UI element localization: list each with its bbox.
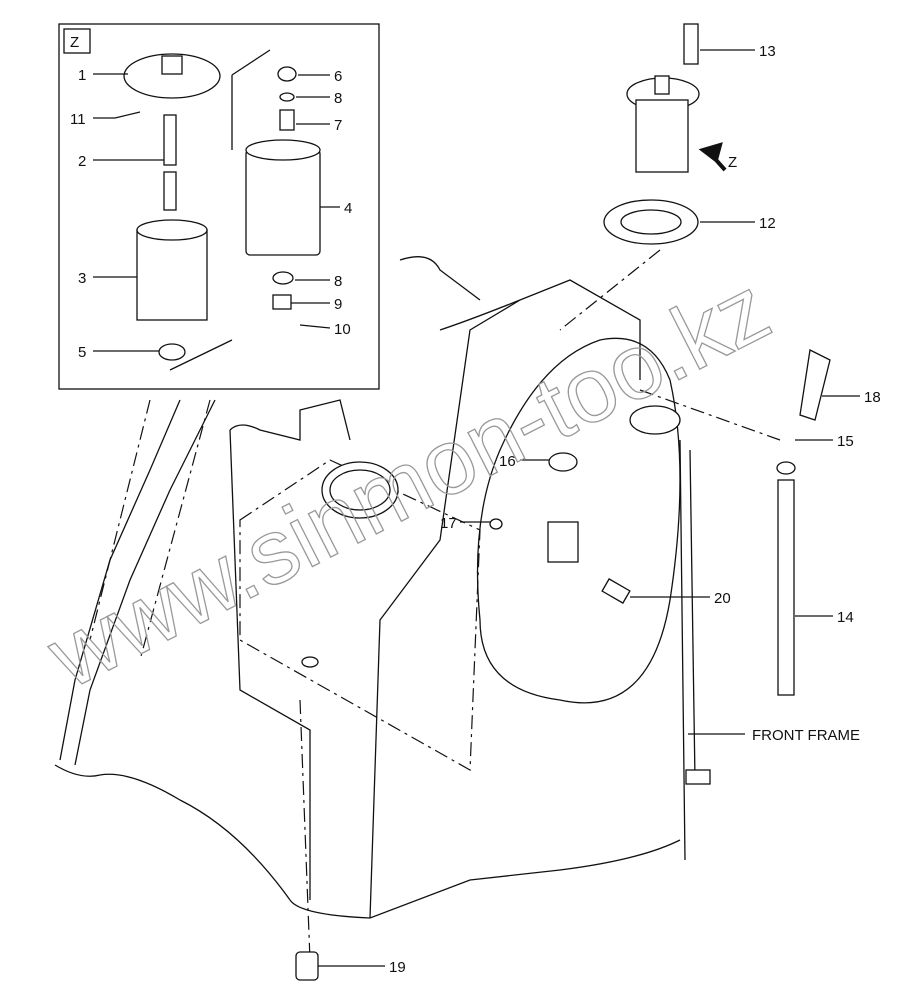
front-frame-drawing: [54, 249, 781, 961]
callout-16: 16: [499, 453, 516, 470]
svg-text:Z: Z: [728, 154, 737, 171]
callout-2: 2: [78, 153, 86, 170]
callout-6: 6: [334, 68, 342, 85]
detail-view-z: Z: [58, 23, 380, 390]
callout-15: 15: [837, 433, 854, 450]
front-frame-label: FRONT FRAME: [752, 727, 860, 744]
callout-8b: 8: [334, 273, 342, 290]
callout-20: 20: [714, 590, 731, 607]
callout-9: 9: [334, 296, 342, 313]
callout-18: 18: [864, 389, 881, 406]
filter-assembly: Z: [603, 23, 737, 245]
callout-19: 19: [389, 959, 406, 976]
callout-12: 12: [759, 215, 776, 232]
callout-1: 1: [78, 67, 86, 84]
detail-tag: Z: [70, 34, 79, 51]
callout-10: 10: [334, 321, 351, 338]
hose-parts: [295, 349, 831, 981]
callout-7: 7: [334, 117, 342, 134]
callout-17: 17: [440, 515, 457, 532]
callout-8a: 8: [334, 90, 342, 107]
callout-4: 4: [344, 200, 352, 217]
callout-11: 11: [70, 111, 86, 128]
view-z-arrow-icon: [698, 142, 727, 172]
detail-tag-box: [63, 28, 91, 54]
callout-13: 13: [759, 43, 776, 60]
callout-14: 14: [837, 609, 854, 626]
callout-3: 3: [78, 270, 86, 287]
leader-lines: [93, 49, 860, 967]
callout-5: 5: [78, 344, 86, 361]
